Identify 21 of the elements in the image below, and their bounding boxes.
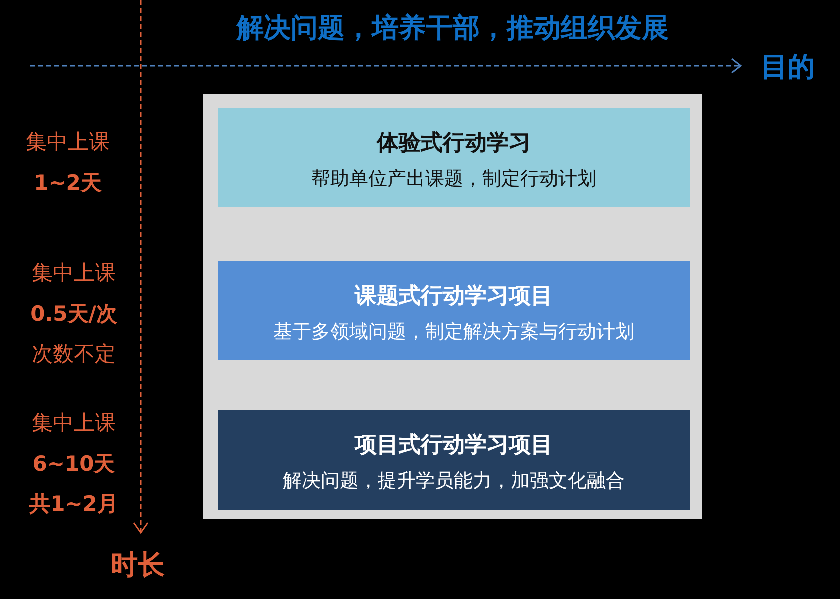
axis-label: 目的: [760, 51, 816, 85]
title: 解决问题，培养干部，推动组织发展: [236, 12, 670, 46]
duration-note: 次数不定: [31, 341, 117, 368]
stage-box: [218, 261, 690, 360]
box-text: 帮助单位产出课题，制定行动计划: [310, 167, 598, 192]
duration-note: 1~2天: [33, 170, 103, 197]
duration-note: 集中上课: [25, 129, 111, 156]
stage-box: [218, 410, 690, 510]
box-heading: 课题式行动学习项目: [354, 283, 554, 311]
duration-note: 0.5天/次: [30, 301, 118, 328]
duration-note: 6~10天: [32, 451, 116, 478]
content-panel: [203, 94, 702, 519]
duration-note: 集中上课: [31, 260, 117, 287]
box-heading: 项目式行动学习项目: [354, 432, 554, 460]
duration-note: 集中上课: [31, 410, 117, 437]
axis-label: 时长: [110, 549, 166, 583]
box-heading: 体验式行动学习: [376, 130, 532, 158]
box-text: 基于多领域问题，制定解决方案与行动计划: [272, 320, 636, 345]
box-text: 解决问题，提升学员能力，加强文化融合: [282, 469, 626, 494]
duration-note: 共1~2月: [28, 491, 120, 518]
stage-box: [218, 108, 690, 207]
